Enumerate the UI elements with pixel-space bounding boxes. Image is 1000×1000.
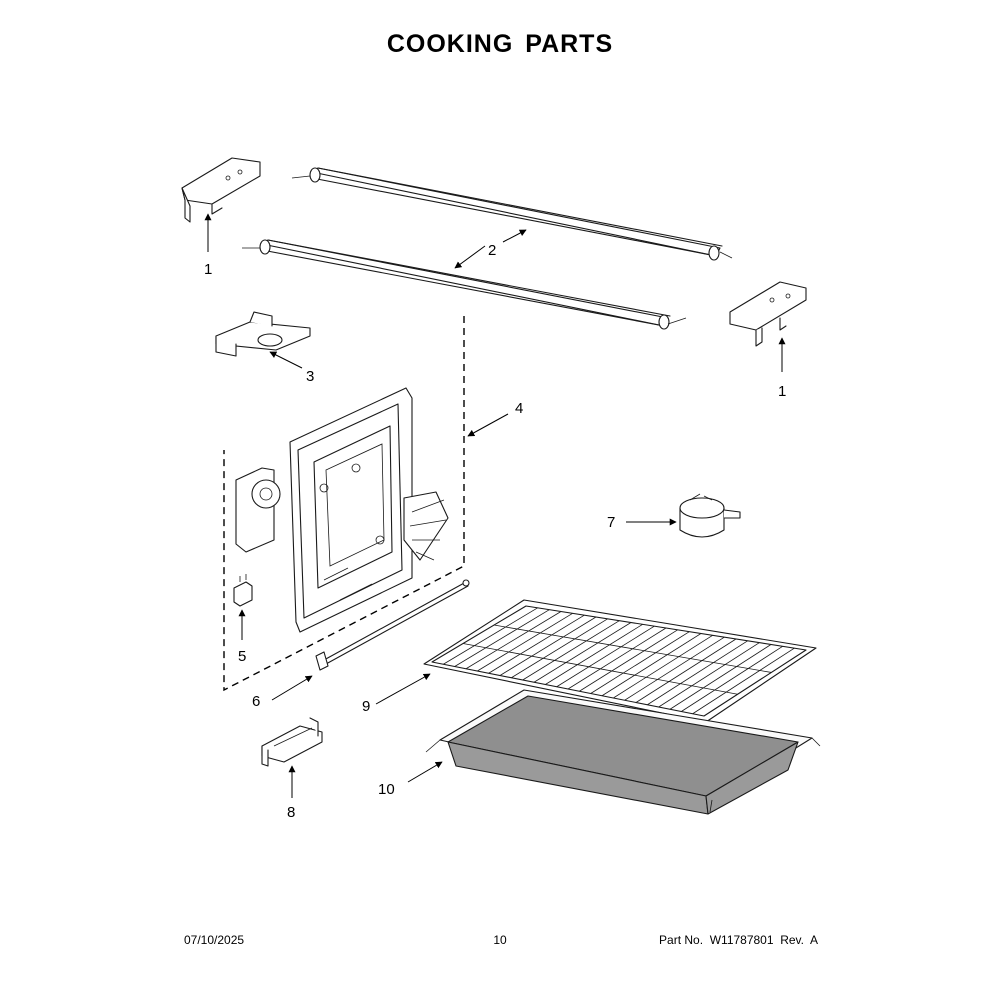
callout-4: 4	[515, 400, 523, 417]
rack-wire	[635, 638, 737, 703]
rack-wire	[477, 612, 573, 672]
rack-wire	[499, 616, 597, 676]
rack-wire	[624, 636, 725, 701]
callout-5: 5	[238, 648, 246, 665]
rack-wire	[692, 647, 795, 715]
air-fry-basket-part-10	[407, 689, 821, 815]
footer-page-number: 10	[493, 933, 507, 947]
callout-1-right: 1	[778, 383, 786, 400]
bracket-part-1-left	[181, 157, 261, 252]
bracket-part-8	[261, 717, 323, 798]
rack-cross-wire	[493, 624, 772, 673]
callout-8: 8	[287, 804, 295, 821]
callout-9: 9	[362, 698, 370, 715]
rack-wire	[443, 607, 538, 665]
callout-2: 2	[488, 242, 496, 259]
heating-element-tubes-part-2	[242, 167, 733, 330]
callout-6: 6	[252, 693, 260, 710]
rack-cross-wire	[462, 643, 738, 695]
convection-housing-part-4	[235, 387, 449, 633]
revision: Rev. A	[780, 933, 818, 947]
rack-wire	[658, 642, 760, 708]
rack-wire	[567, 627, 667, 690]
motor-part-7	[626, 493, 741, 538]
rack-wire	[681, 645, 783, 712]
footer-part-number: Part No. W11787801 Rev. A	[659, 933, 818, 947]
part-number: W11787801	[709, 933, 774, 947]
rack-wire	[511, 618, 608, 679]
rack-wire	[601, 633, 702, 697]
assembly-boundary-part-4	[223, 316, 465, 692]
page-title: COOKING PARTS	[386, 30, 614, 58]
rack-wire	[522, 620, 620, 681]
rack-wire	[454, 609, 550, 667]
wire-rack-part-9	[375, 599, 817, 723]
sensor-part-5	[233, 574, 253, 640]
rack-wire	[556, 625, 655, 688]
callout-1-left: 1	[204, 261, 212, 278]
rack-wire	[579, 629, 678, 692]
rack-wire	[669, 644, 772, 710]
bracket-part-3	[215, 311, 311, 369]
rack-wire	[465, 611, 562, 670]
temperature-probe-part-6	[271, 579, 470, 701]
footer-date: 07/10/2025	[184, 933, 245, 947]
bracket-part-1-right	[729, 281, 807, 372]
rack-wire	[647, 640, 748, 706]
rack-wire	[613, 634, 713, 699]
callout-3: 3	[306, 368, 314, 385]
rack-wire	[533, 622, 632, 683]
rack-wire	[590, 631, 690, 694]
rack-wire	[488, 614, 585, 674]
callout-7: 7	[607, 514, 615, 531]
rack-wire	[545, 623, 643, 685]
callout-10: 10	[378, 781, 395, 798]
part-label: Part No.	[659, 933, 704, 947]
